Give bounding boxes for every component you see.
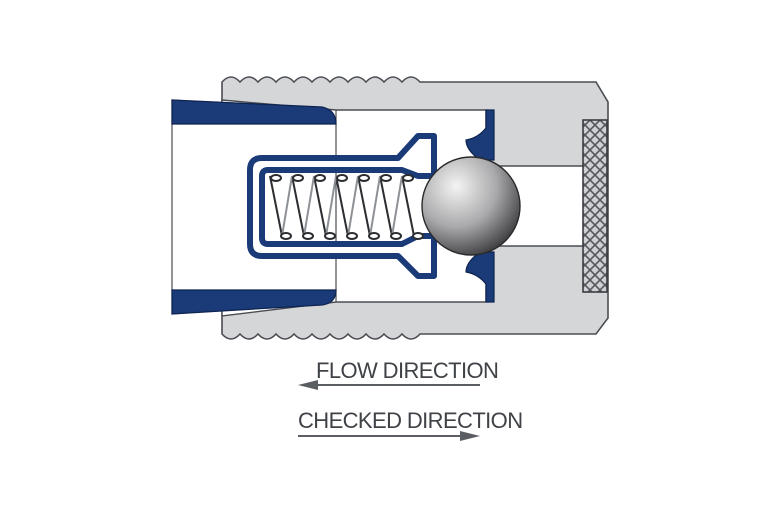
check-ball bbox=[421, 156, 521, 256]
inlet-liner-top bbox=[171, 99, 337, 125]
spring-cage bbox=[247, 133, 437, 279]
arrow-right-icon bbox=[298, 431, 480, 441]
inlet-liner-bottom bbox=[171, 289, 337, 315]
checked-direction-label: CHECKED DIRECTION bbox=[298, 408, 523, 433]
arrow-left-icon bbox=[298, 380, 480, 390]
filter-screen bbox=[582, 119, 608, 293]
flow-direction-label: FLOW DIRECTION bbox=[316, 358, 498, 383]
spring bbox=[269, 174, 424, 240]
